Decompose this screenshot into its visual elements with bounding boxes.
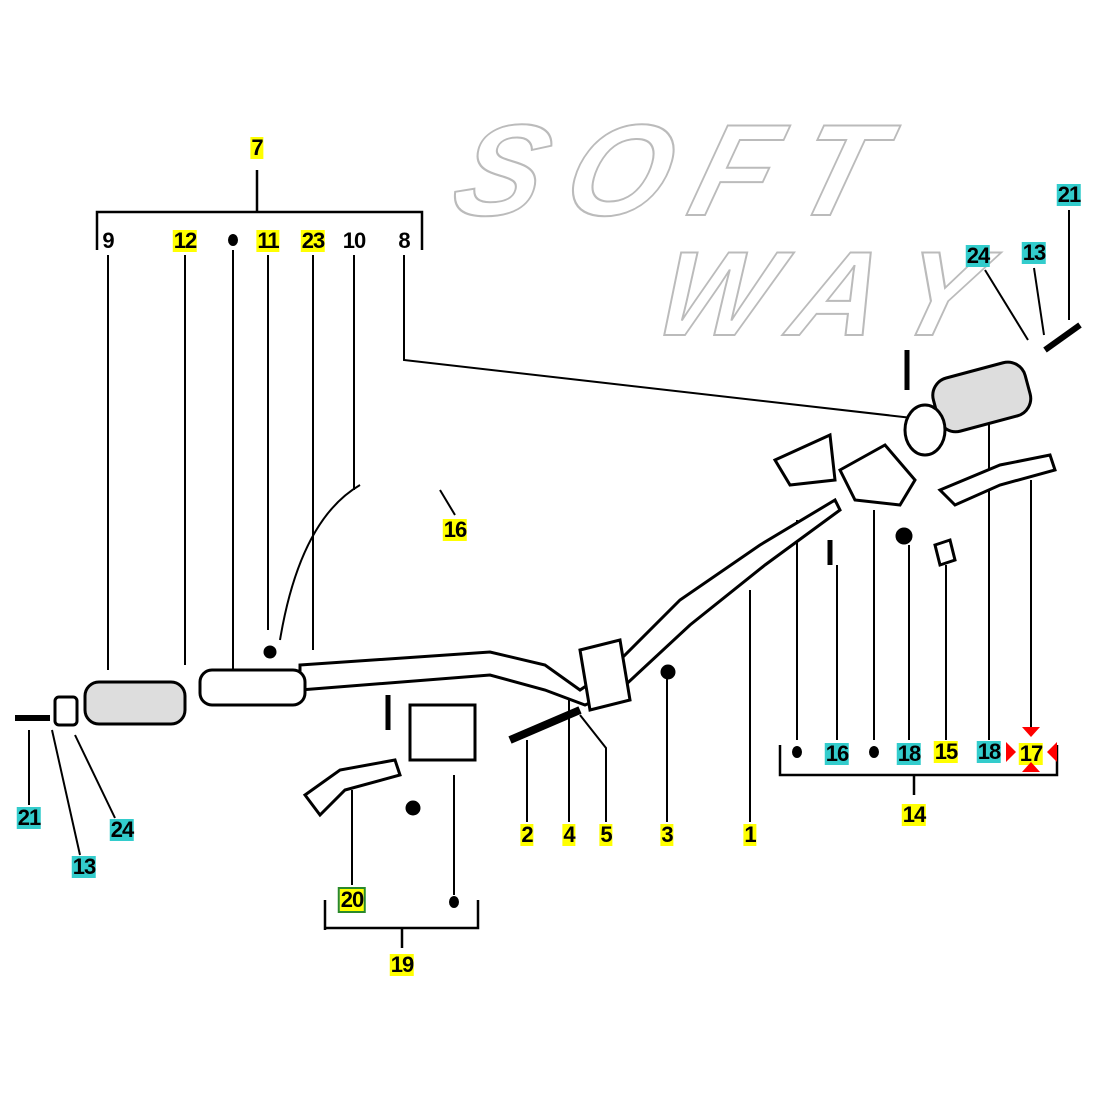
master-cylinder	[408, 703, 477, 762]
callout-20: 20	[337, 887, 367, 913]
callout-13-right: 13	[1021, 240, 1046, 265]
callout-12: 12	[172, 228, 197, 253]
right-lever	[937, 453, 1057, 507]
softway-watermark: SOFT WAY	[439, 97, 1010, 361]
lever-bracket	[838, 443, 917, 507]
callout-4: 4	[562, 822, 576, 847]
handlebar	[15, 322, 1082, 818]
grip-collar	[903, 403, 947, 457]
bullet-dot	[792, 746, 802, 758]
bracket-14	[778, 745, 1059, 795]
bullet-dot	[228, 234, 238, 246]
callout-18-b: 18	[976, 739, 1001, 764]
callout-24-right: 24	[965, 243, 990, 268]
callout-10: 10	[342, 228, 367, 253]
bracket-19	[323, 900, 480, 948]
callout-7: 7	[250, 135, 264, 160]
callout-2: 2	[520, 822, 534, 847]
bar-end-weight-left	[53, 695, 79, 727]
callout-15: 15	[933, 739, 958, 764]
callout-3: 3	[660, 822, 674, 847]
callout-17-selected[interactable]: 17	[1018, 741, 1043, 766]
callout-21-right: 21	[1056, 182, 1081, 207]
callout-18: 18	[896, 741, 921, 766]
callout-24-left: 24	[109, 817, 134, 842]
throttle-grip	[198, 668, 307, 707]
left-grip	[83, 680, 187, 726]
watermark-soft: SOFT	[440, 98, 909, 243]
callout-9: 9	[102, 228, 114, 253]
callout-23: 23	[300, 228, 325, 253]
callout-19: 19	[389, 952, 414, 977]
switch-housing	[578, 638, 632, 712]
callout-16-cable: 16	[442, 517, 467, 542]
clamp	[772, 432, 837, 487]
watermark-way: WAY	[643, 226, 1008, 361]
callout-16: 16	[824, 741, 849, 766]
brackets	[95, 170, 1059, 948]
callout-1: 1	[743, 822, 757, 847]
callout-13-left: 13	[71, 854, 96, 879]
callout-21-left: 21	[16, 805, 41, 830]
callout-8: 8	[398, 228, 410, 253]
callout-14: 14	[901, 802, 926, 827]
bullet-dot	[449, 896, 459, 908]
bolt-2	[508, 706, 582, 744]
left-lever	[302, 758, 402, 818]
callout-11: 11	[256, 228, 280, 253]
leader-lines	[28, 210, 1070, 895]
bracket-7	[95, 170, 424, 250]
callout-5: 5	[599, 822, 613, 847]
bullet-dot	[869, 746, 879, 758]
